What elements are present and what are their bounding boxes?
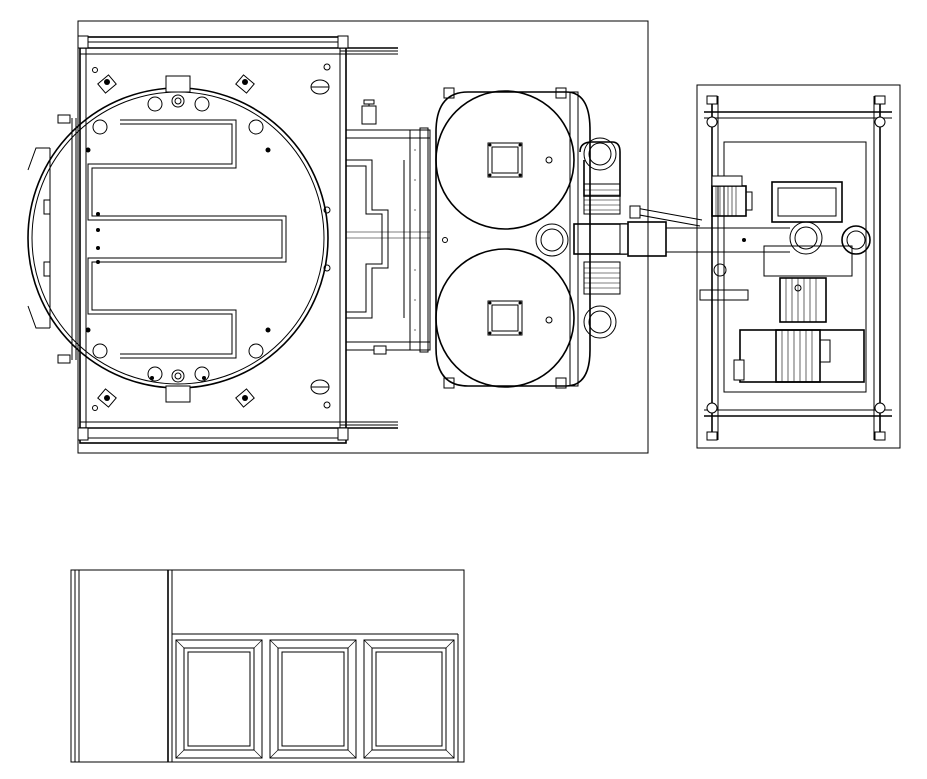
cabinet-door-2 <box>269 639 357 759</box>
heating-element-serpentine <box>87 119 287 359</box>
main-view-frame <box>77 20 649 454</box>
furnace-base-frame <box>57 35 398 444</box>
furnace-vessel <box>27 74 329 408</box>
cabinet-frame <box>70 569 465 763</box>
skid-inlet-pipe <box>720 227 790 253</box>
pump-skid-plan-view <box>696 84 901 449</box>
diffusion-pump-housing <box>435 87 591 389</box>
vacuum-manifold-pipes <box>535 137 720 339</box>
control-cabinet-elevation <box>70 569 465 763</box>
pump-motor-small <box>711 175 753 217</box>
connecting-frame <box>345 99 431 355</box>
pump-view-frame <box>696 84 901 449</box>
main-plan-view <box>27 20 720 454</box>
cabinet-door-3 <box>363 639 455 759</box>
cabinet-door-1 <box>175 639 263 759</box>
roots-pump <box>713 181 871 323</box>
skid-frame <box>704 95 892 441</box>
rotary-vane-pump <box>699 289 865 383</box>
